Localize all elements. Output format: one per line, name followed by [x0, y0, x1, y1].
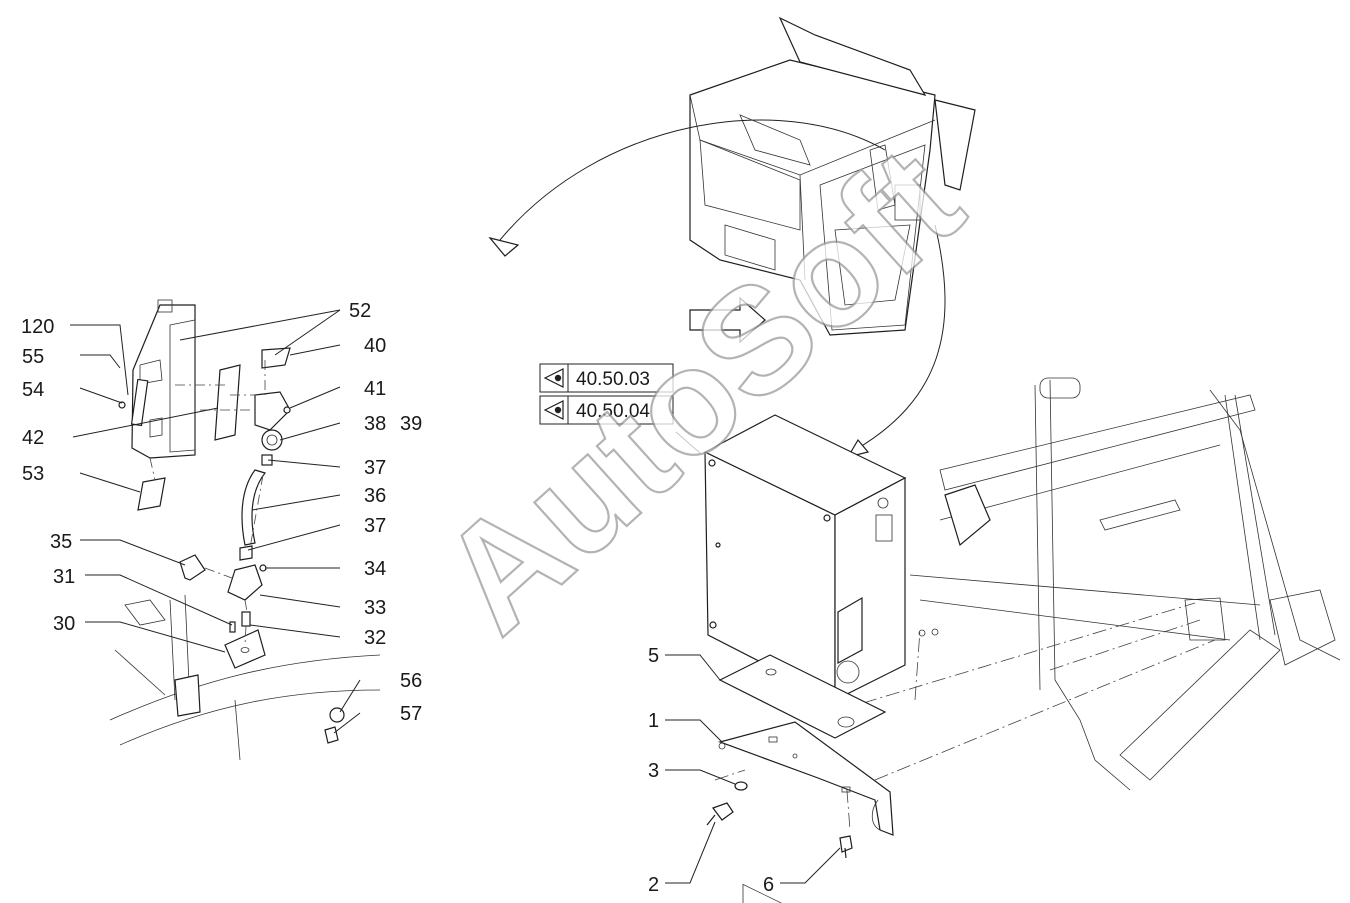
callout-40[interactable]: 40	[364, 335, 386, 357]
callout-36[interactable]: 36	[364, 485, 386, 507]
view-arrow-right-curve	[854, 224, 946, 451]
part-6-bolt	[839, 835, 853, 859]
callout-55[interactable]: 55	[22, 346, 44, 368]
callout-120[interactable]: 120	[21, 316, 54, 338]
part-1-bracket	[718, 721, 894, 836]
callout-3[interactable]: 3	[648, 760, 659, 782]
tractor-cab-overview	[689, 16, 976, 336]
view-arrow-left-head	[488, 236, 520, 257]
callout-30[interactable]: 30	[53, 613, 75, 635]
callout-41[interactable]: 41	[364, 378, 386, 400]
cab-frame-background	[909, 377, 1341, 791]
part-3-washer	[734, 781, 748, 791]
callout-31[interactable]: 31	[53, 566, 75, 588]
callout-6[interactable]: 6	[763, 874, 774, 896]
callout-56[interactable]: 56	[400, 670, 422, 692]
electrical-cabinet	[703, 414, 907, 903]
callout-5[interactable]: 5	[648, 645, 659, 667]
reference-box-1[interactable]: 40.50.03	[539, 363, 674, 393]
eye-view-icon	[543, 400, 564, 420]
callout-37-upper[interactable]: 37	[364, 457, 386, 479]
callout-42[interactable]: 42	[22, 427, 44, 449]
callout-1[interactable]: 1	[648, 710, 659, 732]
eye-view-icon	[543, 368, 564, 388]
callout-53[interactable]: 53	[22, 463, 44, 485]
callout-33[interactable]: 33	[364, 597, 386, 619]
callout-37-lower[interactable]: 37	[364, 515, 386, 537]
left-frame-background	[109, 594, 381, 761]
left-mirror-assembly	[118, 299, 345, 744]
callout-34[interactable]: 34	[364, 558, 386, 580]
callout-52[interactable]: 52	[349, 300, 371, 322]
reference-box-2[interactable]: 40.50.04	[539, 395, 674, 425]
part-2-bolt	[706, 802, 734, 826]
callout-32[interactable]: 32	[364, 627, 386, 649]
callout-labels: 120 55 54 42 53 52 40 41 38 39 37 36 37 …	[21, 300, 774, 896]
callout-35[interactable]: 35	[50, 531, 72, 553]
callout-54[interactable]: 54	[22, 379, 44, 401]
callout-2[interactable]: 2	[648, 874, 659, 896]
reference-code: 40.50.04	[576, 401, 650, 422]
view-arrow-left-curve	[499, 119, 886, 241]
callout-38[interactable]: 38	[364, 413, 386, 435]
callout-39[interactable]: 39	[400, 413, 422, 435]
callout-57[interactable]: 57	[400, 703, 422, 725]
reference-code: 40.50.03	[576, 369, 650, 390]
direction-block-arrow	[689, 296, 766, 344]
leader-lines	[70, 309, 841, 884]
